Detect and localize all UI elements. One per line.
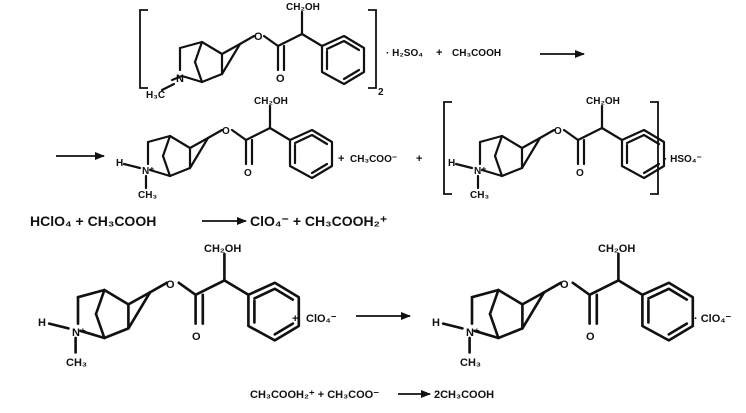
bracket-subscript: 2	[378, 87, 384, 98]
acetic-acid: CH₃COOH	[452, 48, 501, 59]
hydrogen-atom: H	[448, 158, 455, 169]
nitrogen-cation: N⁺	[474, 166, 487, 177]
ester-oxygen: O	[560, 279, 569, 291]
hydrogen-atom: H	[38, 317, 46, 329]
carbonyl-oxygen: O	[576, 168, 584, 179]
ester-oxygen: O	[254, 31, 263, 43]
nitrogen-cation: N⁺	[466, 327, 480, 339]
bracket-right	[368, 9, 377, 89]
carbonyl-oxygen: O	[244, 168, 252, 179]
methyl-group: H₃C	[146, 90, 165, 101]
ester-oxygen: O	[166, 279, 175, 291]
equation2-left: CH₃COOH₂⁺ + CH₃COO⁻	[250, 389, 379, 401]
bracket-left	[139, 9, 148, 89]
protonated-hyoscyamine-large: N⁺ H CH₃ O O CH₂OH	[38, 243, 301, 369]
hyoscyamine-molecule: N H₃C O O CH₂OH	[146, 2, 366, 101]
hydroxymethyl-group: CH₂OH	[254, 96, 288, 107]
protonated-hyoscyamine-bracketed: N⁺ H CH₃ O O CH₂OH	[448, 96, 666, 201]
nitrogen-atom: N	[176, 73, 184, 85]
plus-sign: +	[436, 47, 442, 59]
plus-sign: +	[416, 153, 422, 165]
bracket-right	[650, 101, 659, 195]
hydrogen-atom: H	[116, 158, 123, 169]
carbonyl-oxygen: O	[276, 73, 285, 85]
equation2-right: 2CH₃COOH	[434, 389, 494, 401]
perchlorate-ion: ClO₄⁻	[306, 313, 337, 325]
methyl-group: CH₃	[138, 190, 157, 201]
nitrogen-cation: N⁺	[72, 327, 86, 339]
hydroxymethyl-group: CH₂OH	[286, 2, 320, 13]
hydroxymethyl-group: CH₂OH	[598, 243, 635, 255]
perchlorate-counterion: · ClO₄⁻	[694, 313, 732, 325]
ester-oxygen: O	[554, 126, 562, 137]
row1-reactant: 2 N H₃C O O CH₂OH	[139, 2, 384, 101]
carbonyl-oxygen: O	[586, 331, 595, 343]
sulfuric-acid: · H₂SO₄	[386, 48, 423, 59]
equation1-left: HClO₄ + CH₃COOH	[30, 213, 156, 229]
plus-sign: +	[338, 153, 344, 165]
plus-sign: +	[292, 313, 298, 325]
bracket-left	[443, 101, 452, 195]
equation1-right: ClO₄⁻ + CH₃COOH₂⁺	[250, 213, 387, 229]
hydrogen-atom: H	[432, 317, 440, 329]
methyl-group: CH₃	[460, 357, 481, 369]
methyl-group: CH₃	[66, 357, 87, 369]
bisulfate-ion: · HSO₄⁻	[664, 154, 702, 165]
protonated-hyoscyamine: N⁺ H CH₃ O O CH₂OH	[116, 96, 334, 201]
hydroxymethyl-group: CH₂OH	[204, 243, 241, 255]
ester-oxygen: O	[222, 126, 230, 137]
hydroxymethyl-group: CH₂OH	[586, 96, 620, 107]
methyl-group: CH₃	[470, 190, 489, 201]
carbonyl-oxygen: O	[192, 331, 201, 343]
acetate-ion: CH₃COO⁻	[350, 154, 397, 165]
hyoscyamine-perchlorate: N⁺ H CH₃ O O CH₂OH	[432, 243, 695, 369]
nitrogen-cation: N⁺	[142, 166, 155, 177]
